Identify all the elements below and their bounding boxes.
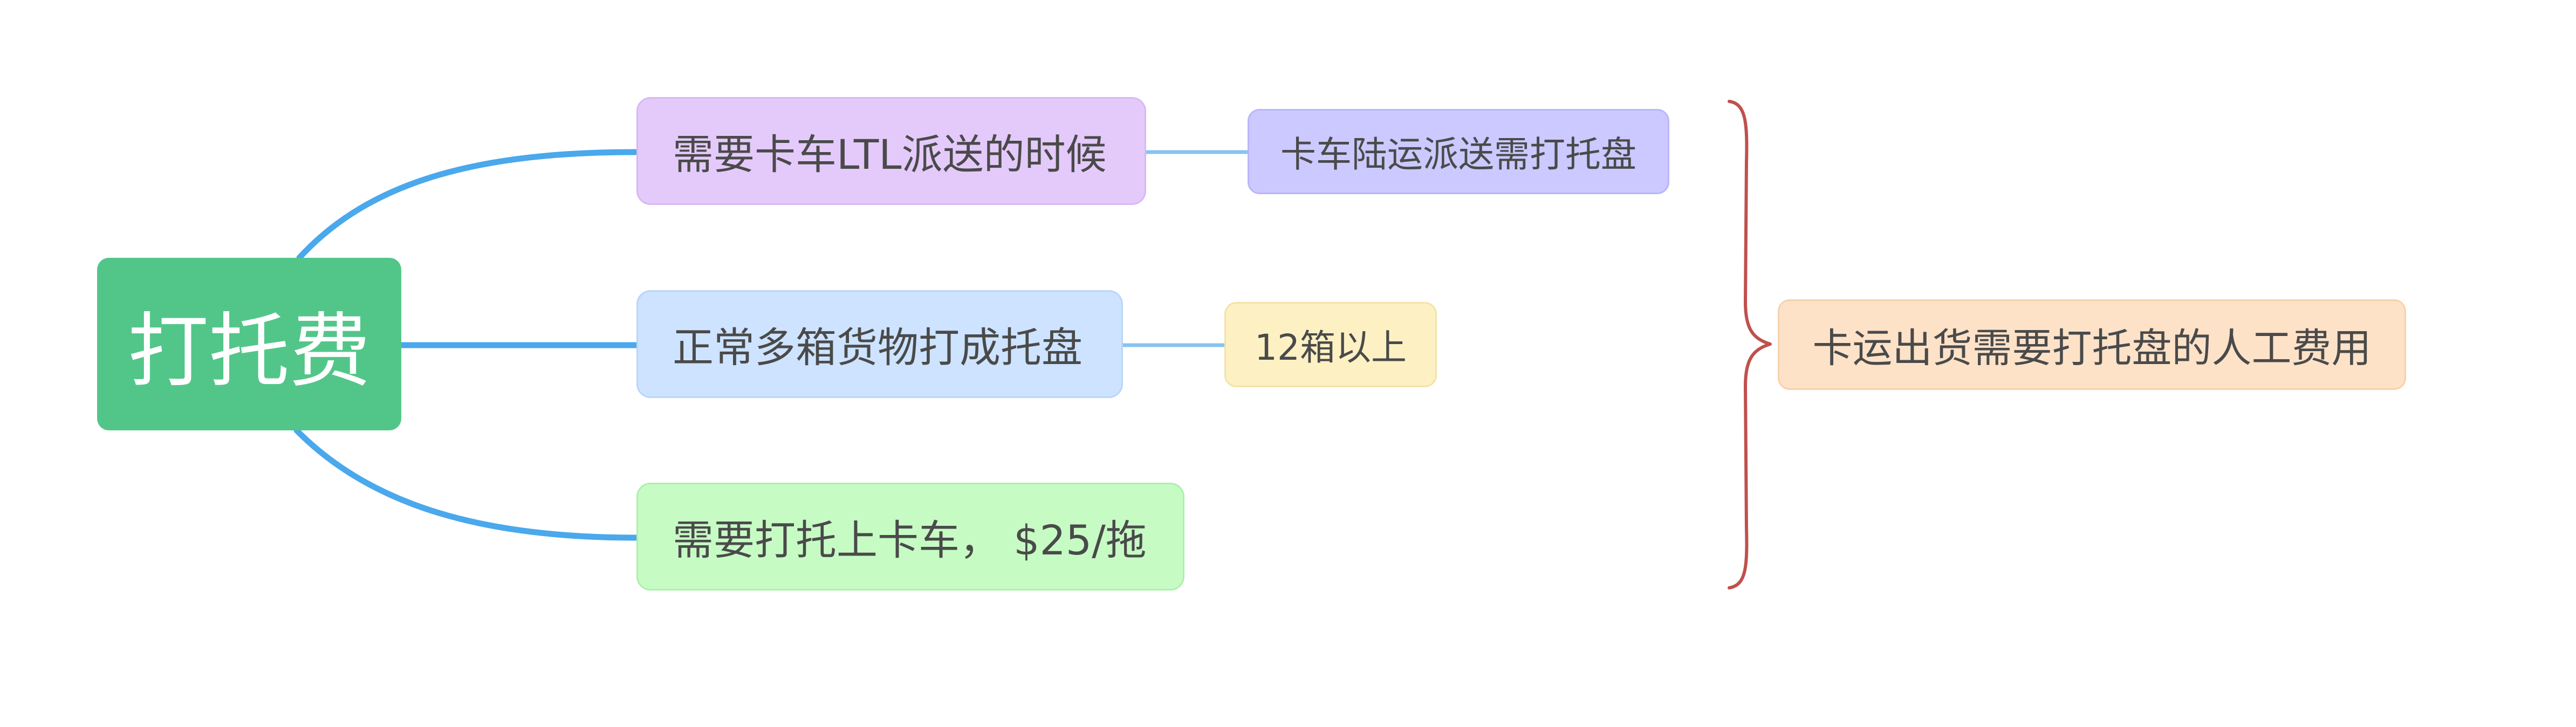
- subtopic-1[interactable]: 卡车陆运派送需打托盘: [1248, 109, 1669, 194]
- subtopic-label: 卡车陆运派送需打托盘: [1280, 134, 1636, 175]
- connector-root-branch-3: [293, 427, 640, 541]
- root-topic-label: 打托费: [127, 304, 371, 399]
- branch-topic-label: 正常多箱货物打成托盘: [673, 324, 1083, 372]
- summary-topic-label: 卡运出货需要打托盘的人工费用: [1812, 325, 2372, 372]
- root-topic[interactable]: 打托费: [97, 258, 401, 430]
- branch-topic-2[interactable]: 正常多箱货物打成托盘: [636, 290, 1123, 398]
- branch-topic-label: 需要打托上卡车， $25/拖: [673, 516, 1147, 564]
- subtopic-label: 12箱以上: [1255, 327, 1407, 368]
- subtopic-2[interactable]: 12箱以上: [1224, 302, 1437, 387]
- connector-root-branch-1: [296, 149, 640, 261]
- branch-topic-3[interactable]: 需要打托上卡车， $25/拖: [636, 483, 1184, 591]
- branch-topic-label: 需要卡车LTL派送的时候: [673, 131, 1107, 179]
- summary-topic[interactable]: 卡运出货需要打托盘的人工费用: [1778, 299, 2406, 390]
- summary-brace: [1728, 100, 1772, 589]
- branch-topic-1[interactable]: 需要卡车LTL派送的时候: [636, 97, 1146, 205]
